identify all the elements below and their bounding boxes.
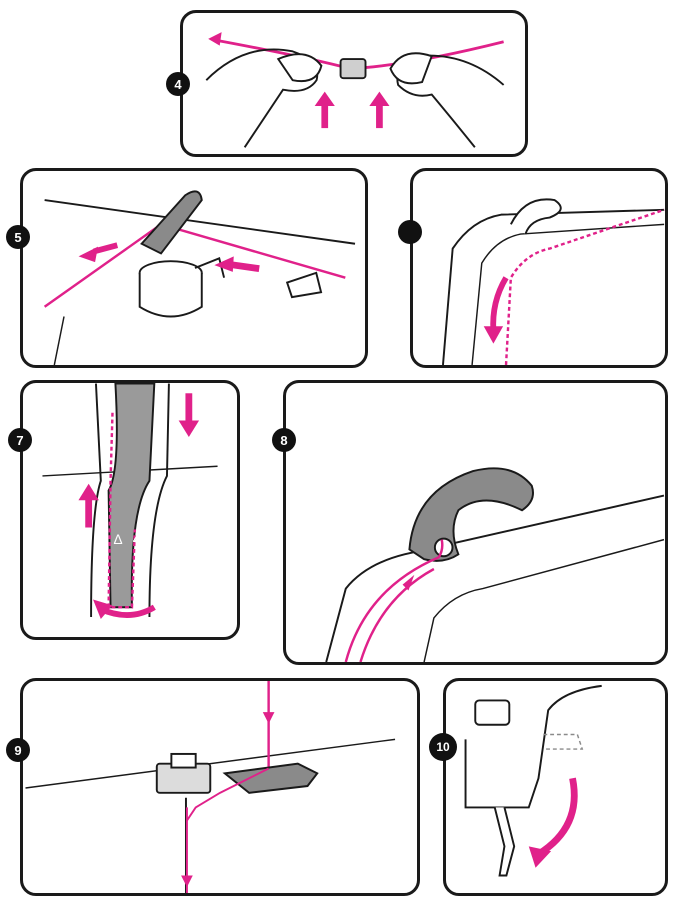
machine-outline-outer: [326, 496, 664, 662]
small-guide: [287, 273, 321, 297]
up-arrow-right: [369, 92, 389, 128]
step-8-illustration: [286, 383, 665, 662]
step-9-badge: 9: [6, 738, 30, 762]
arrow-left-head: [208, 32, 221, 45]
thread-guide-hook: [511, 199, 561, 234]
machine-outline-outer: [443, 210, 664, 365]
needle-bar-number: 4: [133, 532, 141, 547]
needle-bar-symbol: Δ: [113, 532, 122, 547]
lever: [495, 807, 514, 875]
step-10-panel: [443, 678, 668, 896]
take-up-lever: [142, 191, 202, 253]
left-thumb: [278, 54, 321, 81]
machine-edge-lower: [54, 317, 64, 366]
step-6-panel: [410, 168, 668, 368]
step-10-badge: 10: [429, 733, 457, 761]
step-5-panel: [20, 168, 368, 368]
step-4-illustration: [183, 13, 525, 154]
arrow-down: [484, 278, 506, 344]
step-4-badge: 4: [166, 72, 190, 96]
step-9-illustration: [23, 681, 417, 893]
arrow-down-bottom: [181, 875, 193, 887]
clamp-top: [171, 754, 195, 768]
step-7-panel: Δ 4: [20, 380, 240, 640]
thread-guide: [341, 59, 366, 78]
arrow-down: [179, 393, 199, 437]
right-thumb: [390, 53, 431, 83]
step-5-badge: 5: [6, 225, 30, 249]
step-10-illustration: [446, 681, 665, 893]
needle-bar-shape: [109, 384, 155, 608]
step-8-badge: 8: [272, 428, 296, 452]
step-9-panel: [20, 678, 420, 896]
up-arrow-left: [315, 92, 335, 128]
machine-outline-inner: [424, 540, 664, 662]
window-slot: [475, 700, 509, 724]
arrow-curve: [538, 778, 574, 854]
step-5-illustration: [23, 171, 365, 365]
step-6-badge: [398, 220, 422, 244]
step-8-panel: [283, 380, 668, 665]
step-6-illustration: [413, 171, 665, 365]
presser-foot: [225, 764, 317, 793]
step-7-illustration: Δ 4: [23, 383, 237, 637]
step-4-panel: [180, 10, 528, 157]
hook: [409, 468, 533, 561]
hook-eye: [435, 539, 453, 557]
dashed-part: [543, 734, 582, 749]
spool-body: [140, 273, 202, 317]
step-7-badge: 7: [8, 428, 32, 452]
arrow-down-top: [263, 712, 275, 724]
machine-edge-top: [45, 200, 355, 244]
